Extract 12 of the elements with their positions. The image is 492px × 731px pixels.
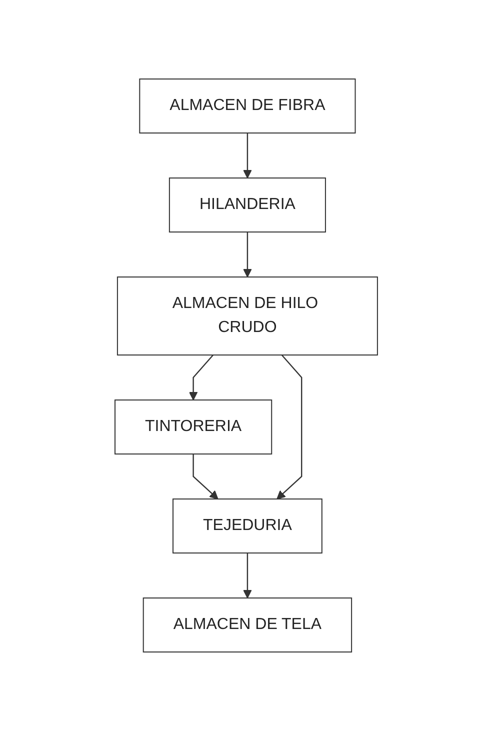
node-box: ALMACEN DE TELA [142,597,352,652]
arrow [242,552,252,598]
node-box: ALMACEN DE FIBRA [138,78,356,134]
arrow [242,232,252,278]
arrow [192,454,218,500]
node-box: TEJEDURIA [172,498,322,554]
arrow [188,354,214,400]
arrow [242,133,252,178]
arrow [276,354,302,500]
node-box: TINTORERIA [114,400,272,454]
node-box: ALMACEN DE HILO CRUDO [116,276,378,356]
node-box: HILANDERIA [168,178,326,232]
